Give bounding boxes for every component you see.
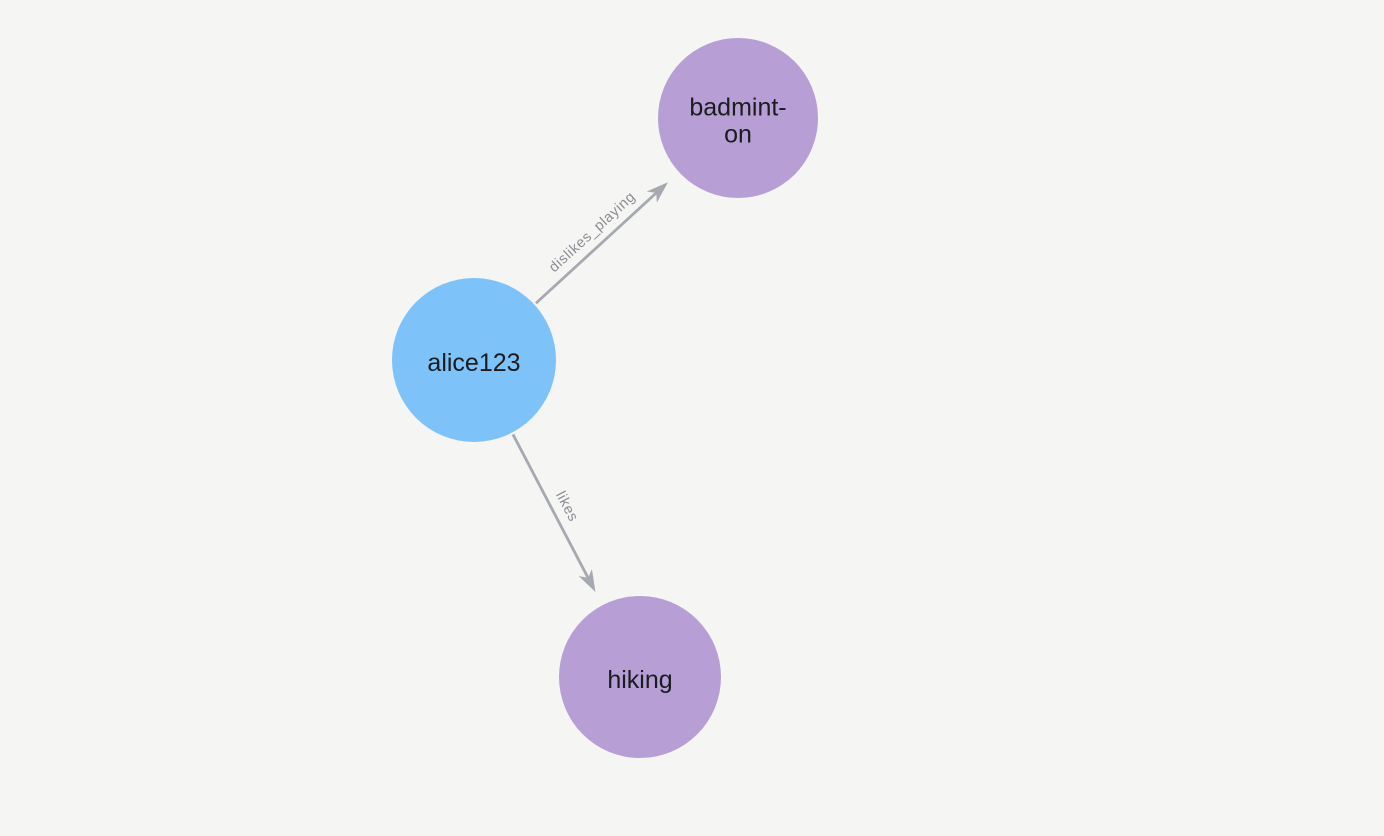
node-circle[interactable]	[392, 278, 556, 442]
edge-label: dislikes_playing	[546, 189, 639, 276]
node-circle[interactable]	[559, 596, 721, 758]
node-alice123: alice123	[392, 278, 556, 442]
node-hiking: hiking	[559, 596, 721, 758]
edge-arrowhead	[578, 568, 596, 592]
edge-arrowhead	[646, 182, 668, 203]
edge-line[interactable]	[511, 433, 590, 579]
edge-dislikes_playing: dislikes_playing	[534, 182, 668, 305]
node-circle[interactable]	[658, 38, 818, 198]
edge-likes: likes	[511, 433, 596, 592]
edge-line[interactable]	[534, 191, 658, 305]
node-badminton: badmint-on	[658, 38, 818, 198]
